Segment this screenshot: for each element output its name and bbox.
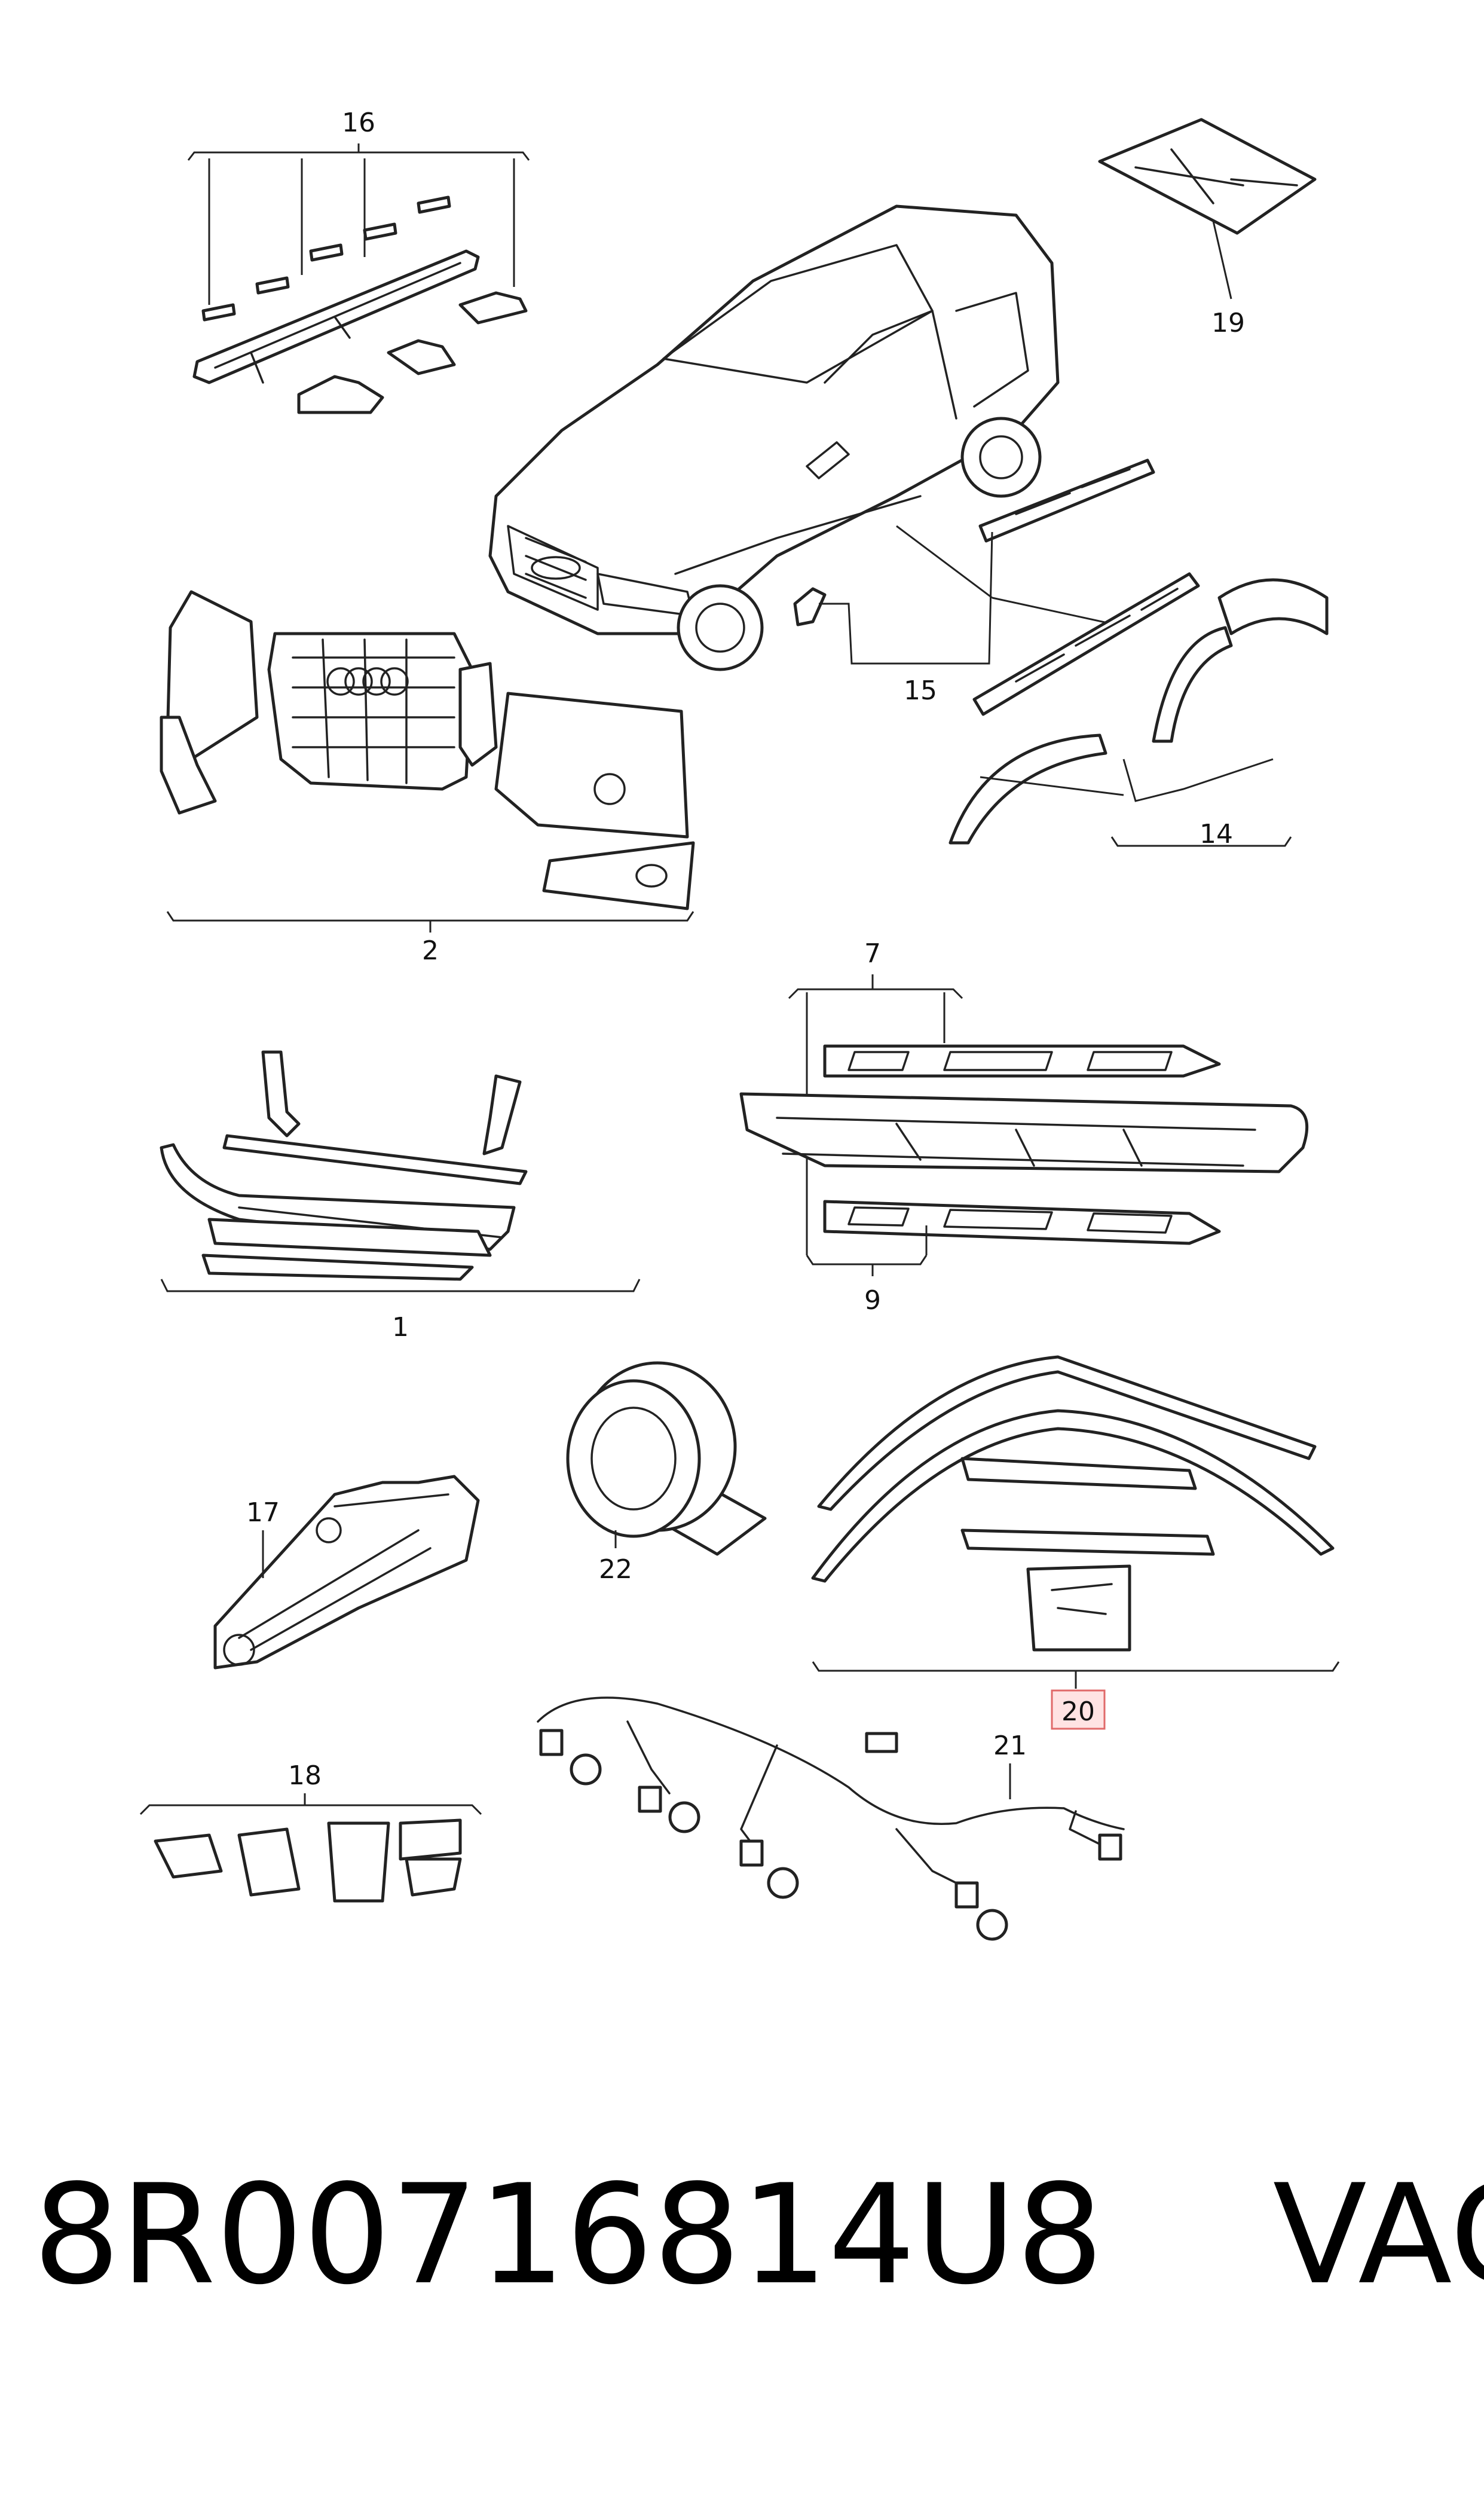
part-group-18: 18 — [139, 1760, 482, 1903]
callout-1: 1 — [392, 1312, 409, 1343]
part-group-20: 20 — [811, 1355, 1340, 1730]
part-group-17: 17 — [213, 1475, 480, 1670]
callout-20: 20 — [1061, 1696, 1095, 1727]
part-group-19: 19 — [1098, 118, 1317, 338]
callout-15: 15 — [904, 675, 937, 706]
parts-exploded-diagram: 16 19 15 — [139, 108, 1340, 1941]
vehicle-illustration — [488, 204, 1060, 671]
part-group-15: 15 — [793, 458, 1155, 706]
part-number-text: 8R00716814U8 — [33, 2156, 1104, 2315]
callout-9: 9 — [864, 1285, 881, 1316]
callout-17: 17 — [246, 1497, 280, 1528]
callout-18: 18 — [288, 1760, 322, 1791]
part-group-22: 22 — [566, 1361, 767, 1585]
brand-text: VAG — [1272, 2156, 1484, 2315]
callout-22: 22 — [599, 1554, 632, 1585]
part-group-7-9: 7 9 — [739, 938, 1309, 1316]
callout-21: 21 — [993, 1731, 1027, 1761]
part-group-16: 16 — [187, 108, 530, 414]
part-group-2: 2 — [160, 590, 695, 966]
callout-19: 19 — [1211, 308, 1245, 338]
callout-20-highlight — [1051, 1689, 1106, 1730]
callout-2: 2 — [422, 936, 439, 966]
callout-16: 16 — [342, 108, 375, 138]
part-group-14: 14 — [948, 572, 1329, 849]
callout-14: 14 — [1200, 819, 1233, 849]
part-group-21: 21 — [537, 1696, 1125, 1941]
part-group-1: 1 — [160, 1050, 641, 1343]
part-caption: 8R00716814U8 VAG — [33, 2156, 1484, 2315]
callout-7: 7 — [864, 938, 881, 969]
